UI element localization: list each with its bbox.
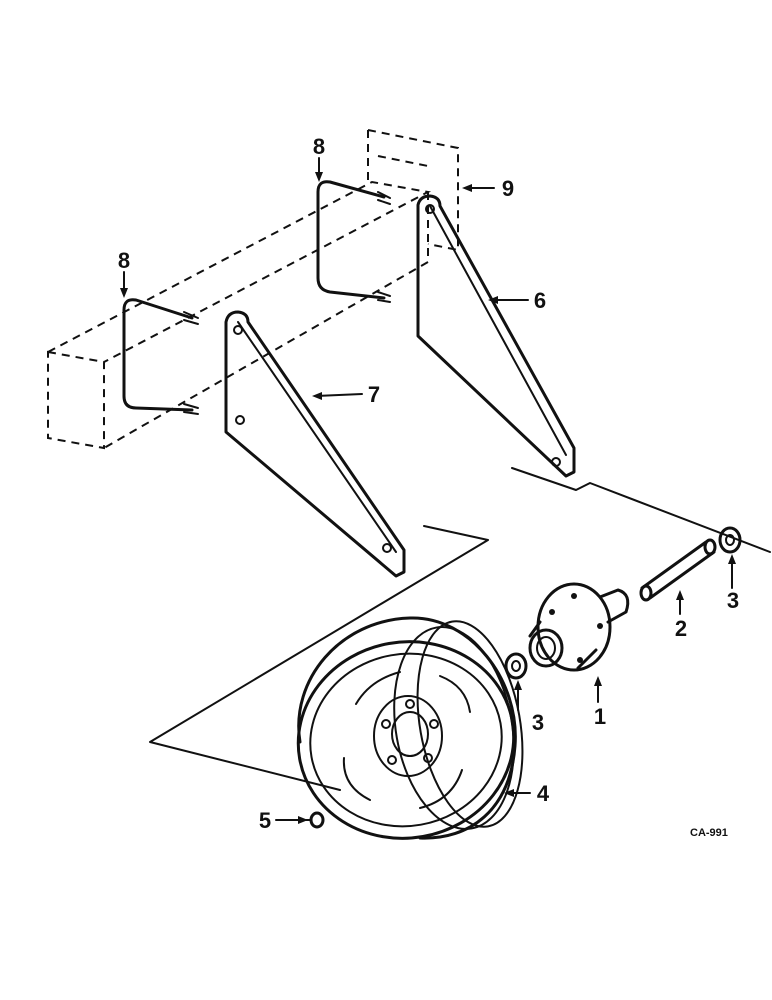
callout-8-lower: 8 bbox=[118, 248, 130, 273]
bracket-right bbox=[416, 194, 576, 478]
callout-3-left: 3 bbox=[532, 710, 544, 735]
washer-left bbox=[504, 652, 528, 680]
callout-2: 2 bbox=[675, 616, 687, 641]
mounting-plane bbox=[149, 467, 771, 791]
washer-right bbox=[718, 526, 742, 554]
callout-labels: 8 8 9 6 7 3 2 1 3 4 5 CA-991 bbox=[118, 134, 739, 839]
drawing-code: CA-991 bbox=[690, 827, 728, 839]
callout-7: 7 bbox=[368, 382, 380, 407]
bracket-left bbox=[224, 310, 406, 578]
wheel-hub bbox=[528, 582, 630, 672]
callout-8-upper: 8 bbox=[313, 134, 325, 159]
axle-shaft bbox=[639, 538, 717, 602]
wheel-rim bbox=[296, 616, 524, 840]
callout-1: 1 bbox=[594, 704, 606, 729]
leader-lines bbox=[120, 157, 736, 824]
u-bolt-upper bbox=[316, 180, 391, 303]
u-bolt-lower bbox=[122, 298, 199, 415]
callout-3-right: 3 bbox=[727, 588, 739, 613]
callout-4: 4 bbox=[537, 781, 550, 806]
callout-5: 5 bbox=[259, 808, 271, 833]
frame-beam-phantom bbox=[47, 129, 459, 450]
callout-6: 6 bbox=[534, 288, 546, 313]
callout-9: 9 bbox=[502, 176, 514, 201]
